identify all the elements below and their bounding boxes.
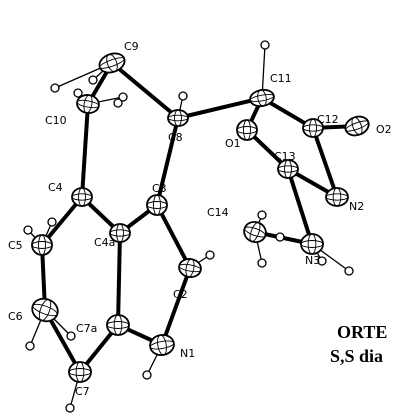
atom-ellipsoid-c2: [178, 258, 202, 278]
atom-label-c9: C9: [124, 40, 139, 53]
atom-label-c8: C8: [168, 131, 183, 144]
hydrogen-atom: [205, 250, 215, 260]
atom-ellipsoid-c7: [68, 361, 92, 383]
atom-ellipsoid-n3: [300, 233, 324, 255]
atom-label-c4: C4: [48, 181, 63, 194]
hydrogen-atom: [257, 258, 267, 268]
atom-label-n3: N3: [305, 254, 320, 267]
atom-ellipsoid-c3: [146, 194, 168, 216]
atom-label-c11: C11: [270, 72, 292, 85]
atom-ellipsoid-c10: [76, 94, 100, 114]
atom-ellipsoid-c9: [98, 52, 126, 74]
atom-label-o2: O2: [376, 123, 392, 136]
hydrogen-atoms-layer: [23, 40, 354, 413]
hydrogen-atom: [73, 88, 83, 98]
atom-ellipsoid-c11: [249, 88, 275, 108]
hydrogen-atom: [23, 225, 33, 235]
atom-label-c7a: C7a: [76, 322, 97, 335]
atom-ellipsoid-c6: [31, 297, 59, 323]
atom-ellipsoid-c8: [167, 109, 189, 127]
atom-label-c2: C2: [173, 288, 188, 301]
atom-ellipsoid-c12: [302, 118, 324, 138]
hydrogen-atom: [66, 331, 76, 341]
hydrogen-atom: [142, 370, 152, 380]
hydrogen-atom: [344, 266, 354, 276]
atom-ellipsoid-o1: [236, 119, 258, 141]
atom-label-c7: C7: [75, 385, 90, 398]
caption-line-2: S,S dia: [330, 346, 384, 366]
atom-ellipsoid-c4: [71, 187, 93, 207]
atom-ellipsoid-c14: [243, 220, 267, 244]
bond-C2-N1: [160, 266, 192, 347]
hydrogen-atom: [65, 403, 75, 413]
hydrogen-atom: [113, 98, 123, 108]
hydrogen-atom: [47, 217, 57, 227]
hydrogen-atom: [88, 75, 98, 85]
hydrogen-atom: [275, 232, 285, 242]
bond-C8-C11: [176, 96, 264, 120]
atom-ellipsoid-c5: [31, 234, 53, 256]
bond-C9-C8: [110, 61, 180, 120]
atom-ellipsoid-o2: [344, 115, 370, 137]
atom-label-c4a: C4a: [94, 236, 115, 249]
hydrogen-atom: [257, 210, 267, 220]
atom-ellipsoid-c4a: [109, 223, 131, 243]
atom-label-c10: C10: [45, 114, 67, 127]
atom-ellipsoid-n2: [325, 187, 349, 207]
atom-label-c12: C12: [317, 113, 339, 126]
atom-ellipsoid-n1: [149, 334, 175, 356]
bond-C3-C2: [155, 203, 192, 270]
bond-C8-C3: [155, 116, 180, 207]
hydrogen-atom: [260, 40, 270, 50]
hydrogen-atom: [118, 92, 128, 102]
atoms-layer: [31, 52, 370, 383]
atom-label-c5: C5: [8, 239, 23, 252]
caption-line-1: ORTE: [337, 322, 388, 342]
bond-C4a-C7a: [116, 231, 122, 327]
atom-label-c13: C13: [274, 150, 296, 163]
hydrogen-atom: [317, 256, 327, 266]
atom-label-c14: C14: [207, 206, 229, 219]
bond-C10-C4: [80, 102, 90, 199]
hydrogen-atom: [50, 83, 60, 93]
atom-label-n1: N1: [180, 347, 195, 360]
hydrogen-atom: [178, 91, 188, 101]
atom-label-o1: O1: [225, 137, 241, 150]
atom-label-n2: N2: [349, 200, 364, 213]
hydrogen-atom: [25, 341, 35, 351]
bond-C12-N2: [311, 126, 339, 199]
atom-label-c3: C3: [152, 182, 167, 195]
atom-label-c6: C6: [8, 310, 23, 323]
atom-ellipsoid-c13: [277, 159, 299, 179]
bond-C13-N3: [286, 167, 314, 246]
atom-ellipsoid-c7a: [106, 314, 130, 336]
